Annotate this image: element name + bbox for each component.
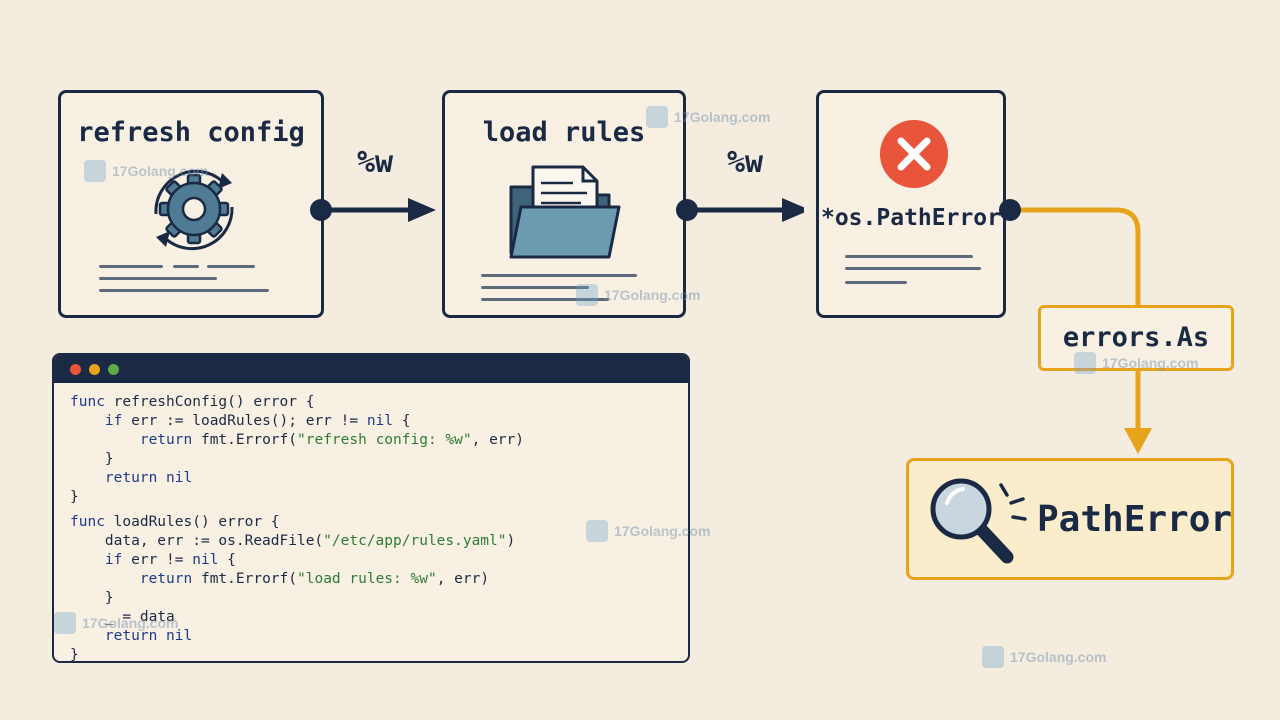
gear-icon [154, 169, 234, 251]
code-body: func refreshConfig() error { if err := l… [70, 393, 524, 663]
result-label: PathError [1037, 499, 1233, 540]
code-line: return nil [104, 470, 193, 486]
text-line [481, 274, 637, 277]
text-line [99, 265, 163, 268]
text-line [845, 267, 981, 270]
path-error-box: *os.PathError [816, 90, 1006, 318]
code-line: if err != nil { [104, 552, 236, 568]
minimize-dot [89, 364, 100, 375]
code-line: func loadRules() error { [70, 514, 280, 530]
arrow-connector [310, 198, 436, 222]
wrap-label: %w [357, 145, 394, 180]
text-line [481, 298, 609, 301]
magnifier-icon [930, 478, 1027, 564]
watermark: 17Golang.com [1074, 352, 1198, 374]
close-dot [70, 364, 81, 375]
load-rules-box: load rules [442, 90, 686, 318]
errors-as-box: errors.As [1038, 305, 1234, 371]
text-line [481, 286, 589, 289]
maximize-dot [108, 364, 119, 375]
code-line: if err := loadRules(); err != nil { [104, 413, 411, 429]
errors-as-label: errors.As [1062, 322, 1210, 353]
code-line: } [70, 451, 114, 467]
watermark: 17Golang.com [84, 160, 208, 182]
text-line [99, 277, 217, 280]
code-line: func refreshConfig() error { [70, 394, 315, 410]
refresh-config-box: refresh config [58, 90, 324, 318]
box-title: refresh config [77, 117, 305, 148]
arrow-connector [676, 198, 804, 222]
box-title: *os.PathError [820, 205, 1001, 231]
code-line: return fmt.Errorf("refresh config: %w", … [139, 432, 524, 448]
path-error-result-box: PathError [906, 458, 1234, 580]
code-line: return fmt.Errorf("load rules: %w", err) [139, 571, 490, 587]
code-line: } [70, 647, 79, 663]
errors-as-connector [999, 199, 1152, 454]
text-line [207, 265, 255, 268]
watermark: 17Golang.com [982, 646, 1106, 668]
box-title: load rules [482, 117, 646, 148]
text-line [173, 265, 199, 268]
code-titlebar [54, 355, 688, 383]
folder-icon [509, 165, 621, 259]
code-window: func refreshConfig() error { if err := l… [52, 353, 690, 663]
watermark: 17Golang.com [54, 612, 178, 634]
code-line: data, err := os.ReadFile("/etc/app/rules… [70, 533, 516, 549]
watermark: 17Golang.com [586, 520, 710, 542]
text-line [99, 289, 269, 292]
text-line [845, 255, 973, 258]
code-line: } [70, 489, 79, 505]
wrap-label: %w [727, 145, 764, 180]
text-line [845, 281, 907, 284]
code-line: } [70, 590, 114, 606]
code-line: _ = data [70, 609, 175, 625]
watermark: 17Golang.com [576, 284, 700, 306]
watermark: 17Golang.com [646, 106, 770, 128]
code-line: return nil [104, 628, 193, 644]
error-x-icon [880, 120, 948, 188]
